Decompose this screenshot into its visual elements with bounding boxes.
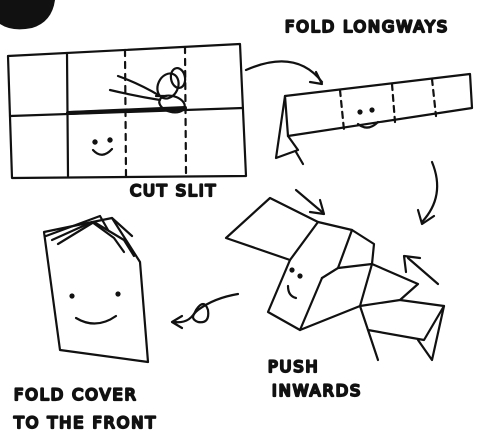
cut-slit-label: CUT SLIT [130, 181, 217, 200]
fold-longways-label: FOLD LONGWAYS [285, 17, 449, 36]
smiley-face-icon [91, 137, 114, 156]
straight-arrow-icon [402, 254, 440, 286]
straight-arrow-icon [294, 188, 326, 216]
corner-blob [0, 0, 55, 30]
step3-pushed-shape [224, 196, 446, 362]
step4-booklet [42, 214, 150, 364]
curved-arrow-icon [244, 60, 324, 86]
step2-folded-strip [274, 72, 474, 166]
curved-arrow-icon [170, 292, 240, 330]
fold-cover-label-line1: FOLD COVER [14, 385, 138, 404]
push-label-line1: PUSH [268, 357, 320, 376]
smiley-face-icon [286, 267, 303, 300]
step1-sheet [6, 42, 248, 180]
smiley-face-icon [69, 291, 121, 325]
smiley-face-icon [356, 107, 380, 129]
scissors-icon [108, 66, 187, 114]
fold-cover-label-line2: TO THE FRONT [13, 413, 157, 432]
push-label-line2: INWARDS [272, 381, 362, 400]
curved-arrow-icon [416, 160, 439, 226]
